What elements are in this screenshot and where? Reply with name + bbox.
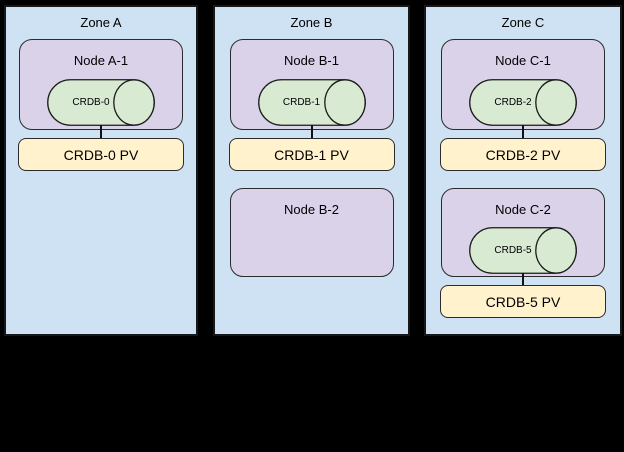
db-label: CRDB-1 bbox=[282, 97, 321, 108]
db-cylinder-crdb-2: CRDB-2 bbox=[469, 79, 577, 126]
pv-connector-line bbox=[100, 125, 102, 138]
node-title: Node B-1 bbox=[284, 53, 339, 68]
db-cylinder-crdb-1: CRDB-1 bbox=[257, 79, 366, 126]
db-cylinder-crdb-0: CRDB-0 bbox=[47, 79, 155, 126]
node-c-1: Node C-1 CRDB-2 bbox=[441, 39, 605, 130]
pv-connector-line bbox=[522, 125, 524, 138]
pv-box-crdb-2: CRDB-2 PV bbox=[440, 138, 606, 171]
database-cylinder-icon bbox=[257, 79, 366, 126]
zone-title: Zone A bbox=[80, 15, 122, 30]
node-title: Node A-1 bbox=[73, 53, 129, 68]
database-cylinder-icon bbox=[47, 79, 155, 126]
database-cylinder-icon bbox=[469, 227, 577, 274]
zone-title: Zone B bbox=[290, 15, 333, 30]
db-label: CRDB-0 bbox=[72, 97, 110, 108]
node-c-2: Node C-2 CRDB-5 bbox=[441, 188, 605, 277]
db-cylinder-crdb-5: CRDB-5 bbox=[469, 227, 577, 274]
zone-b: Zone B Node B-1 CRDB-1 CRDB-1 PV Node B-… bbox=[213, 5, 410, 336]
pv-box-crdb-0: CRDB-0 PV bbox=[18, 138, 184, 171]
zone-title: Zone C bbox=[501, 15, 545, 30]
zone-a: Zone A Node A-1 CRDB-0 CRDB-0 PV bbox=[4, 5, 198, 336]
pv-connector-line bbox=[310, 125, 313, 138]
node-title: Node C-1 bbox=[495, 53, 551, 68]
db-label: CRDB-5 bbox=[494, 245, 532, 256]
pv-label: CRDB-1 PV bbox=[274, 146, 349, 163]
db-label: CRDB-2 bbox=[494, 97, 532, 108]
node-a-1: Node A-1 CRDB-0 bbox=[19, 39, 183, 130]
node-title: Node B-2 bbox=[284, 202, 339, 217]
pv-box-crdb-5: CRDB-5 PV bbox=[440, 285, 606, 318]
zone-c: Zone C Node C-1 CRDB-2 CRDB-2 PV Node C-… bbox=[424, 5, 622, 336]
pv-box-crdb-1: CRDB-1 PV bbox=[228, 138, 395, 171]
database-cylinder-icon bbox=[469, 79, 577, 126]
node-b-1: Node B-1 CRDB-1 bbox=[229, 39, 394, 130]
pv-label: CRDB-2 PV bbox=[485, 146, 561, 163]
node-b-2: Node B-2 bbox=[229, 188, 394, 277]
pv-label: CRDB-0 PV bbox=[63, 146, 139, 163]
pv-label: CRDB-5 PV bbox=[485, 293, 561, 310]
node-title: Node C-2 bbox=[495, 202, 551, 217]
pv-connector-line bbox=[522, 273, 524, 285]
